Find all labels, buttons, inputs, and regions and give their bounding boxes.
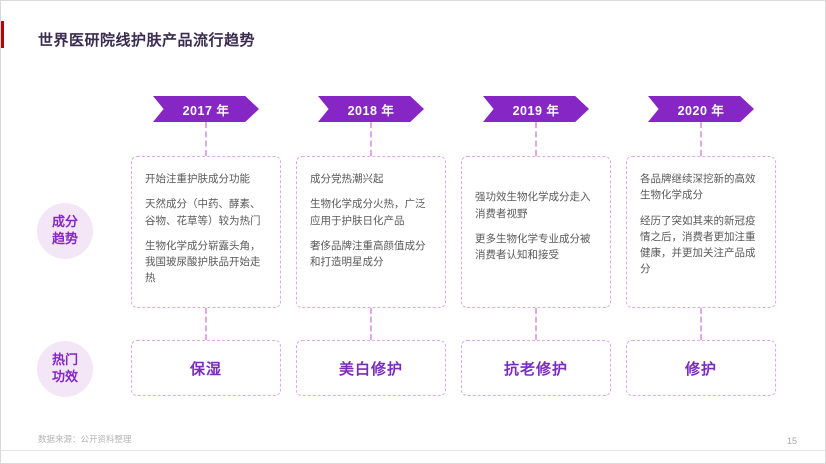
- trend-point: 生物化学成分火热，广泛应用于护肤日化产品: [310, 198, 426, 227]
- connector-line: [205, 308, 207, 340]
- red-accent-bar: [1, 21, 4, 48]
- row-label-ingredient-trend: 成分 趋势: [37, 203, 93, 259]
- timeline-column-2020: 2020 年 各品牌继续深挖新的高效生物化学成分 经历了突如其来的新冠疫情之后，…: [626, 96, 776, 396]
- trend-point: 生物化学成分崭露头角，我国玻尿酸护肤品开始走热: [145, 239, 261, 285]
- timeline-column-2017: 2017 年 开始注重护肤成分功能 天然成分（中药、酵素、谷物、花草等）较为热门…: [131, 96, 281, 396]
- trend-point: 成分党热潮兴起: [310, 173, 384, 185]
- trend-box: 强功效生物化学成分走入消费者视野 更多生物化学专业成分被消费者认知和接受: [461, 156, 611, 308]
- footer-source: 数据来源：公开资料整理: [38, 434, 132, 444]
- connector-line: [370, 308, 372, 340]
- page-title: 世界医研院线护肤产品流行趋势: [38, 32, 256, 49]
- trend-point: 经历了突如其来的新冠疫情之后，消费者更加注重健康，并更加关注产品成分: [640, 214, 756, 276]
- trend-point: 奢侈品牌注重高颜值成分和打造明星成分: [310, 239, 426, 269]
- connector-line: [700, 308, 702, 340]
- row-label-line: 成分: [51, 214, 78, 230]
- page-number: 15: [786, 436, 797, 446]
- trend-point: 强功效生物化学成分走入消费者视野: [475, 191, 591, 220]
- row-label-line: 趋势: [51, 231, 78, 246]
- row-label-line: 热门: [51, 352, 78, 368]
- trend-point: 开始注重护肤成分功能: [145, 173, 250, 185]
- timeline-column-2019: 2019 年 强功效生物化学成分走入消费者视野 更多生物化学专业成分被消费者认知…: [461, 96, 611, 396]
- footer-divider: [1, 450, 825, 451]
- year-banner: 2019 年: [483, 96, 589, 122]
- trend-point: 天然成分（中药、酵素、谷物、花草等）较为热门: [145, 198, 261, 227]
- trend-box: 各品牌继续深挖新的高效生物化学成分 经历了突如其来的新冠疫情之后，消费者更加注重…: [626, 156, 776, 308]
- connector-line: [700, 122, 702, 156]
- row-label-hot-efficacy: 热门 功效: [37, 341, 93, 397]
- row-label-line: 功效: [51, 369, 78, 384]
- connector-line: [205, 122, 207, 156]
- efficacy-box: 修护: [626, 340, 776, 396]
- year-banner: 2018 年: [318, 96, 424, 122]
- year-banner: 2020 年: [648, 96, 754, 122]
- efficacy-box: 抗老修护: [461, 340, 611, 396]
- trend-point: 各品牌继续深挖新的高效生物化学成分: [640, 173, 756, 202]
- timeline-column-2018: 2018 年 成分党热潮兴起 生物化学成分火热，广泛应用于护肤日化产品 奢侈品牌…: [296, 96, 446, 396]
- trend-point: 更多生物化学专业成分被消费者认知和接受: [475, 233, 591, 262]
- year-banner: 2017 年: [153, 96, 259, 122]
- trend-box: 开始注重护肤成分功能 天然成分（中药、酵素、谷物、花草等）较为热门 生物化学成分…: [131, 156, 281, 308]
- efficacy-box: 美白修护: [296, 340, 446, 396]
- efficacy-box: 保湿: [131, 340, 281, 396]
- connector-line: [535, 122, 537, 156]
- trend-box: 成分党热潮兴起 生物化学成分火热，广泛应用于护肤日化产品 奢侈品牌注重高颜值成分…: [296, 156, 446, 308]
- connector-line: [535, 308, 537, 340]
- connector-line: [370, 122, 372, 156]
